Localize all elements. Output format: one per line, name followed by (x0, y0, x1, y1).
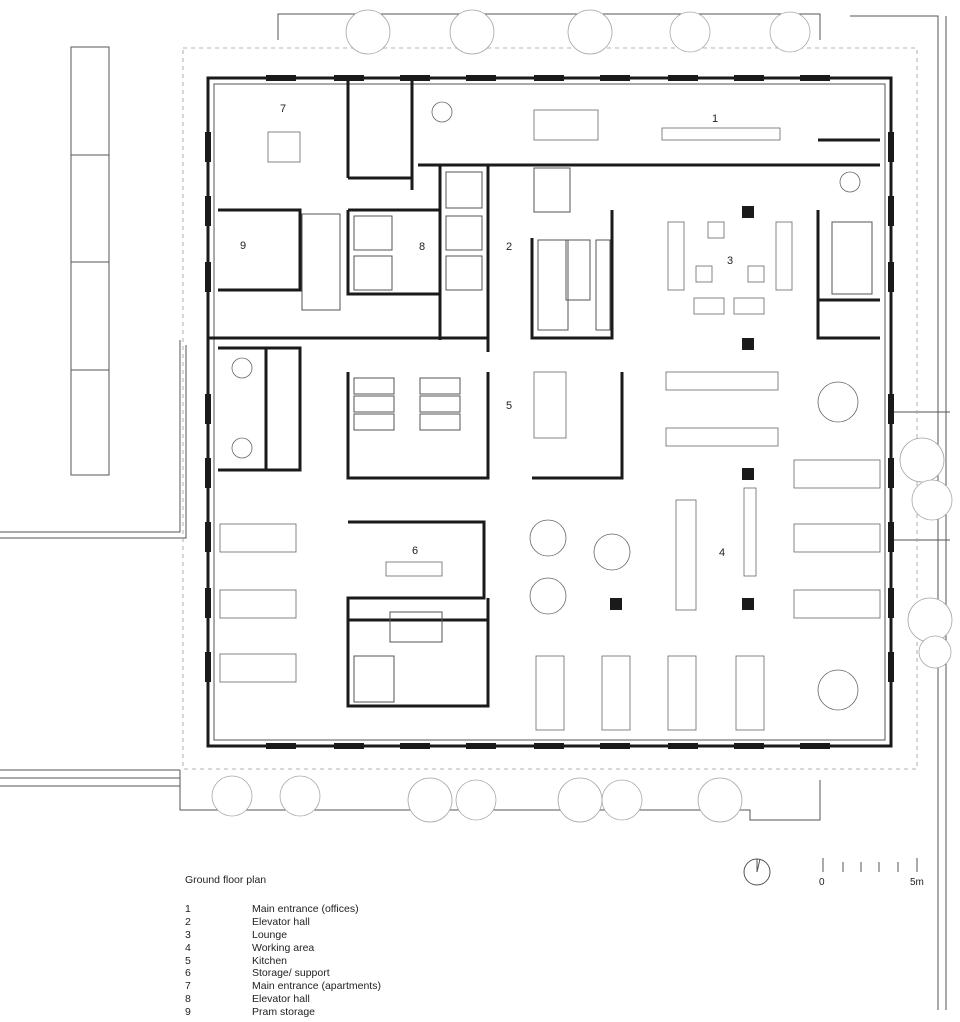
legend-name: Pram storage (252, 1006, 316, 1019)
legend-name: Lounge (252, 928, 288, 941)
legend-number: 9 (185, 1006, 191, 1019)
legend-number: 5 (185, 954, 191, 967)
toilets (353, 377, 461, 431)
legend-number: 7 (185, 980, 191, 993)
room-number-1: 1 (712, 113, 718, 125)
stairs (301, 167, 873, 703)
furniture-working-area (219, 101, 881, 731)
room-number-5: 5 (506, 400, 512, 412)
north-arrow-icon (743, 858, 771, 886)
room-number-6: 6 (412, 545, 418, 557)
trees-top (345, 9, 811, 55)
room-number-3: 3 (727, 255, 733, 267)
legend-number: 3 (185, 928, 191, 941)
legend-row: 7 Main entrance (apartments) (185, 980, 381, 993)
room-number-4: 4 (719, 547, 725, 559)
trees-bottom (211, 775, 743, 823)
lift-shafts (353, 171, 483, 643)
legend-name: Main entrance (offices) (252, 902, 359, 915)
legend-number: 6 (185, 967, 191, 980)
furniture-lounge (267, 109, 793, 439)
trees-right (899, 437, 953, 669)
legend-number: 4 (185, 941, 191, 954)
interior-walls (208, 80, 880, 708)
scale-bar (822, 858, 918, 872)
room-number-7: 7 (280, 103, 286, 115)
legend-row: 1 Main entrance (offices) (185, 903, 381, 916)
legend-row: 9 Pram storage (185, 1006, 381, 1019)
room-number-8: 8 (419, 241, 425, 253)
legend-row: 6 Storage/ support (185, 967, 381, 980)
columns (610, 206, 754, 610)
legend-row: 4 Working area (185, 942, 381, 955)
legend-number: 2 (185, 915, 191, 928)
legend-row: 8 Elevator hall (185, 993, 381, 1006)
facade-piers (205, 75, 894, 749)
legend-row: 2 Elevator hall (185, 916, 381, 929)
legend-name: Working area (252, 941, 315, 954)
legend-name: Storage/ support (252, 967, 330, 980)
room-number-2: 2 (506, 241, 512, 253)
legend-name: Main entrance (apartments) (252, 980, 381, 993)
legend-name: Elevator hall (252, 993, 310, 1006)
legend-number: 1 (185, 902, 191, 915)
room-number-9: 9 (240, 240, 246, 252)
legend-row: 3 Lounge (185, 929, 381, 942)
legend: Ground floor plan 1 Main entrance (office… (185, 874, 381, 1019)
scale-end-label: 5m (910, 877, 924, 888)
legend-number: 8 (185, 993, 191, 1006)
legend-name: Elevator hall (252, 915, 310, 928)
room-numbers: 1 2 3 4 5 6 7 8 9 (240, 103, 733, 559)
site-lines (0, 13, 950, 1010)
plan-title: Ground floor plan (185, 874, 267, 886)
legend-name: Kitchen (252, 954, 288, 967)
legend-row: 5 Kitchen (185, 955, 381, 968)
scale-start-label: 0 (819, 877, 825, 888)
